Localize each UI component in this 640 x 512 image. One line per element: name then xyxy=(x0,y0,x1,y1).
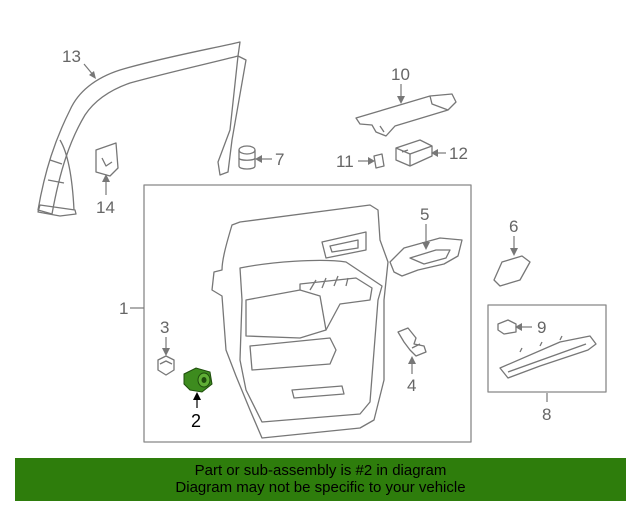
door-trim-panel xyxy=(211,204,389,439)
callout-12: 12 xyxy=(449,144,468,163)
part-2-fastener-highlighted xyxy=(183,367,213,393)
arrow-4 xyxy=(408,356,416,364)
arrow-11 xyxy=(368,157,375,165)
callout-7: 7 xyxy=(275,150,284,169)
arrow-6 xyxy=(510,248,518,256)
part-8-box xyxy=(487,304,607,393)
callout-8: 8 xyxy=(542,405,551,424)
callout-2: 2 xyxy=(191,411,201,431)
banner-line-2: Diagram may not be specific to your vehi… xyxy=(175,479,466,496)
arrow-13 xyxy=(89,71,96,79)
part-11-clip xyxy=(373,153,385,169)
callout-9: 9 xyxy=(537,318,546,337)
arrow-7 xyxy=(255,155,262,163)
callout-3: 3 xyxy=(160,318,169,337)
arrow-5 xyxy=(422,242,430,250)
part-13-frame-molding xyxy=(37,41,247,217)
arrow-12 xyxy=(431,149,438,157)
part-1-door-trim-box xyxy=(143,184,472,443)
part-12-switch xyxy=(395,139,433,167)
callout-10: 10 xyxy=(391,65,410,84)
part-3-cap xyxy=(157,355,175,376)
arrow-3 xyxy=(162,348,170,356)
callout-6: 6 xyxy=(509,217,518,236)
callout-14: 14 xyxy=(96,198,115,217)
info-banner: Part or sub-assembly is #2 in diagram Di… xyxy=(15,458,626,501)
callout-1: 1 xyxy=(119,299,128,318)
part-4-bolt xyxy=(397,327,427,357)
part-8-molding xyxy=(499,335,597,379)
arrow-10 xyxy=(397,96,405,104)
arrow-14 xyxy=(102,174,110,182)
arrow-9 xyxy=(515,323,522,331)
callout-13: 13 xyxy=(62,47,81,66)
part-14-trim-clip xyxy=(95,142,119,177)
part-6-bezel xyxy=(493,255,531,287)
callout-4: 4 xyxy=(407,376,416,395)
arrow-2 xyxy=(193,392,201,400)
part-9-clip xyxy=(497,319,517,335)
part-5-inside-handle xyxy=(389,237,463,277)
part-7-plug xyxy=(238,145,256,170)
callout-5: 5 xyxy=(420,205,429,224)
callout-11: 11 xyxy=(336,152,354,171)
part-10-cover xyxy=(355,93,457,137)
banner-line-1: Part or sub-assembly is #2 in diagram xyxy=(194,462,447,479)
